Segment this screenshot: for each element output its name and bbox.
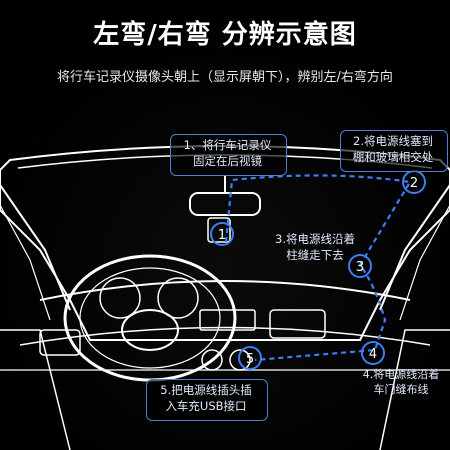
- left-a-pillar: [0, 184, 71, 311]
- step-4-label: 4.将电源线沿着 车门缝布线: [352, 368, 450, 398]
- step-marker-5: 5: [238, 346, 262, 370]
- step-1-callout: [170, 134, 287, 176]
- right-a-pillar: [379, 184, 450, 311]
- dashcam-device: [207, 217, 231, 243]
- steering-wheel-inner: [79, 267, 221, 369]
- step-2-label: 2.将电源线塞到 棚和玻璃相交处: [340, 134, 446, 165]
- step-3-line1: 3.将电源线沿着: [275, 232, 355, 246]
- left-door: [0, 329, 71, 450]
- dashboard-top: [39, 280, 411, 301]
- step-5-label: 5.把电源线插头插 入车充USB接口: [146, 383, 266, 414]
- page-title: 左弯/右弯 分辨示意图: [93, 20, 357, 50]
- step-2-callout: [340, 130, 448, 172]
- page-subtitle: 将行车记录仪摄像头朝上（显示屏朝下），辨别左/右弯方向: [57, 70, 393, 85]
- console-knob-left: [201, 349, 223, 371]
- steering-wheel: [63, 254, 237, 382]
- step-2-line2: 棚和玻璃相交处: [352, 149, 434, 164]
- step-marker-1: 1: [210, 222, 234, 246]
- right-door: [379, 329, 450, 450]
- step-4-line2: 车门缝布线: [373, 382, 429, 396]
- step-2-line1: 2.将电源线塞到: [353, 134, 433, 148]
- step-1-label: 1、将行车记录仪 固定在后视镜: [170, 138, 285, 169]
- step-5-callout: [146, 379, 268, 421]
- step-5-line1: 5.把电源线插头插: [160, 383, 252, 397]
- right-air-vent: [269, 309, 326, 339]
- step-marker-4-number: 4: [369, 347, 377, 362]
- rearview-mirror: [189, 192, 261, 216]
- step-5-line2: 入车充USB接口: [165, 398, 247, 413]
- step-marker-4: 4: [361, 341, 385, 365]
- power-cable-route: [224, 174, 412, 362]
- step-1-line1: 1、将行车记录仪: [183, 138, 272, 152]
- step-1-line2: 固定在后视镜: [193, 153, 262, 168]
- center-display: [199, 309, 256, 331]
- step-marker-3: 3: [348, 254, 372, 278]
- dashboard-mid: [19, 326, 431, 346]
- left-air-vent: [39, 329, 81, 356]
- step-3-line2: 柱缝走下去: [286, 247, 344, 262]
- windshield-outline: [0, 145, 450, 341]
- step-marker-3-number: 3: [356, 260, 364, 275]
- steering-hub: [121, 309, 179, 351]
- speedometer: [99, 277, 141, 319]
- tachometer: [157, 277, 199, 319]
- step-marker-5-number: 5: [246, 352, 254, 367]
- console-knob-right: [229, 349, 251, 371]
- step-4-line1: 4.将电源线沿着: [362, 368, 440, 381]
- step-marker-2-number: 2: [410, 176, 418, 191]
- step-marker-1-number: 1: [218, 228, 226, 243]
- step-3-label: 3.将电源线沿着 柱缝走下去: [262, 232, 368, 263]
